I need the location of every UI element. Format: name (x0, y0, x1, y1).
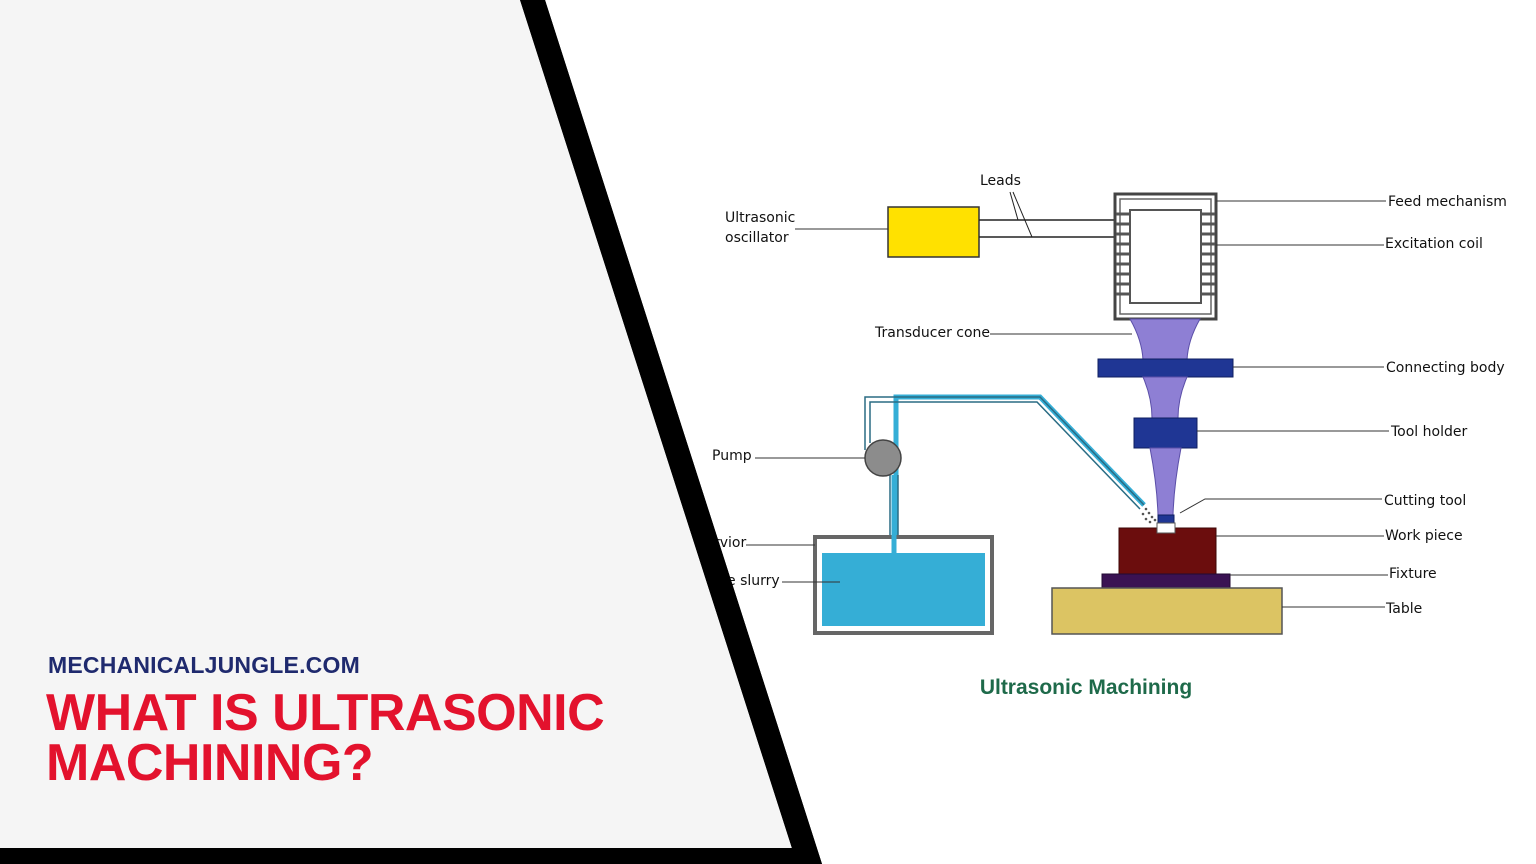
cutting-tool (1157, 514, 1175, 524)
connecting-body (1097, 358, 1234, 378)
excitation-coil (1116, 212, 1215, 296)
page-title: WHAT IS ULTRASONIC MACHINING? (46, 684, 686, 792)
diagonal-stripe-front (520, 0, 822, 864)
coil-core (1129, 209, 1202, 304)
page-title-line2: MACHINING? (46, 734, 374, 792)
label-tool-holder: Tool holder (1390, 424, 1467, 440)
label-leads: Leads (980, 173, 1021, 189)
fixture (1101, 573, 1231, 589)
label-cutting-tool: Cutting tool (1384, 493, 1466, 509)
leader-lines (746, 200, 1389, 608)
slurry-fluid (822, 553, 985, 626)
label-feed-mechanism: Feed mechanism (1388, 194, 1507, 210)
slurry-pipe-edge (864, 396, 1145, 506)
site-name: MECHANICALJUNGLE.COM (48, 652, 360, 678)
label-excitation-coil: Excitation coil (1385, 236, 1483, 252)
bottom-edge (0, 848, 800, 864)
tool-holder (1133, 417, 1198, 449)
label-slurry: e slurry (727, 573, 780, 589)
label-oscillator-line1: Ultrasonic (725, 210, 795, 226)
cut-cavity (1156, 522, 1176, 534)
work-piece (1118, 527, 1217, 575)
label-work-piece: Work piece (1385, 528, 1463, 544)
leads-leader-a (1009, 191, 1019, 221)
table (1051, 587, 1283, 635)
label-pump: Pump (712, 448, 752, 464)
ultrasonic-oscillator (887, 206, 980, 258)
slurry-spray (1141, 507, 1157, 524)
leads-leader-b (1012, 191, 1033, 238)
label-oscillator-line2: oscillator (725, 230, 789, 246)
label-connecting-body: Connecting body (1386, 360, 1505, 376)
slurry-pipe-edge-inner (869, 401, 1141, 510)
pump (864, 439, 902, 477)
page-title-line1: WHAT IS ULTRASONIC (46, 684, 605, 742)
diagram-caption: Ultrasonic Machining (980, 676, 1192, 699)
label-reservoir: rvior (714, 535, 746, 551)
label-table: Table (1385, 601, 1422, 617)
label-transducer-cone: Transducer cone (874, 325, 990, 341)
left-panel (0, 0, 797, 864)
label-fixture: Fixture (1389, 566, 1437, 582)
